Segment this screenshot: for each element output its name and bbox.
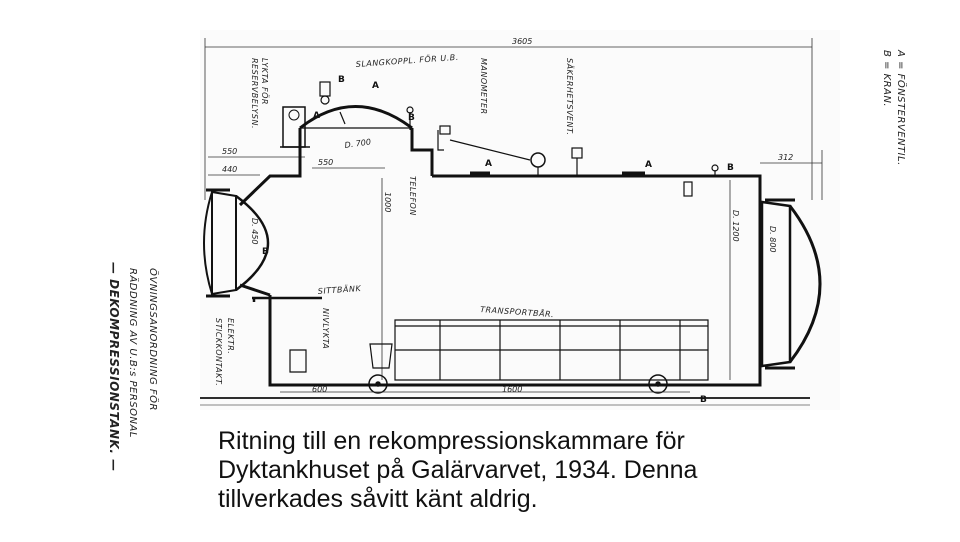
- label-elektr: ELEKTR.: [226, 318, 235, 354]
- label-reservbelysn: RESERVBELYSN.: [250, 58, 259, 129]
- dimension-3605: [204, 38, 813, 200]
- title-line-2: RÄDDNING AV U.B:s PERSONAL: [127, 268, 140, 438]
- svg-text:B: B: [338, 75, 345, 85]
- tank-body: [238, 105, 762, 387]
- right-door: [760, 198, 822, 370]
- dim-600-label: 600: [312, 385, 327, 394]
- label-sakerhetsvent: SÄKERHETSVENT.: [565, 58, 575, 135]
- bench: [252, 296, 322, 302]
- dim-3605-label: 3605: [512, 37, 532, 46]
- svg-text:B: B: [262, 247, 269, 257]
- left-door: [203, 188, 270, 298]
- legend: A = FÖNSTERVENTIL. B = KRAN.: [881, 49, 908, 166]
- caption-line-2: Dyktankhuset på Galärvarvet, 1934. Denna: [218, 456, 698, 484]
- dim-1600-label: 1600: [502, 385, 522, 394]
- svg-text:B: B: [727, 163, 734, 173]
- title-line-1: ÖVNINGSANORDNING FÖR: [147, 268, 160, 411]
- dim-440-label: 440: [222, 165, 237, 174]
- svg-text:A: A: [645, 160, 652, 170]
- label-telefon: TELEFON: [408, 176, 417, 216]
- label-stickkontakt: STICKKONTAKT.: [214, 318, 223, 386]
- label-nivlykta: NIVLYKTA: [321, 308, 330, 349]
- svg-text:B: B: [700, 395, 707, 405]
- label-lykta: LYKTA FÖR: [260, 58, 270, 105]
- dim-550-label: 550: [222, 147, 237, 156]
- pail: [289, 343, 393, 373]
- gauge-pipework: [437, 125, 719, 197]
- dim-1000-label: 1000: [383, 192, 392, 212]
- label-manometer: MANOMETER: [479, 58, 488, 115]
- label-sittbank: SITTBÄNK: [317, 283, 361, 296]
- svg-text:A: A: [485, 159, 492, 169]
- dim-1200-label: D. 1200: [731, 210, 740, 242]
- dimension-312: [760, 150, 823, 200]
- stretcher: [394, 319, 709, 381]
- legend-a: A = FÖNSTERVENTIL.: [895, 49, 908, 166]
- caption-line-1: Ritning till en rekompressionskammare fö…: [218, 427, 685, 455]
- legend-b: B = KRAN.: [881, 50, 892, 107]
- floor: [200, 397, 810, 406]
- dim-700-label: D. 700: [344, 137, 372, 150]
- dim-450-label: D. 450: [250, 218, 259, 245]
- title-line-3: — DEKOMPRESSIONSTANK. —: [107, 262, 121, 472]
- title-block: ÖVNINGSANORDNING FÖR RÄDDNING AV U.B:s P…: [107, 262, 160, 472]
- svg-text:B: B: [408, 113, 415, 123]
- lantern-box: [280, 106, 310, 148]
- svg-text:A: A: [372, 81, 379, 91]
- valve-markers: A B A B A A B B B: [262, 75, 734, 405]
- dimension-left: [208, 156, 385, 176]
- dome-valves: [319, 81, 414, 130]
- caption: Ritning till en rekompressionskammare fö…: [218, 427, 818, 514]
- wheels: [368, 374, 668, 394]
- dim-800-label: D. 800: [768, 226, 777, 253]
- dim-312-label: 312: [778, 153, 793, 162]
- dim-550b-label: 550: [318, 158, 333, 167]
- caption-line-3: tillverkades såvitt känt aldrig.: [218, 485, 538, 513]
- svg-text:A: A: [313, 111, 320, 121]
